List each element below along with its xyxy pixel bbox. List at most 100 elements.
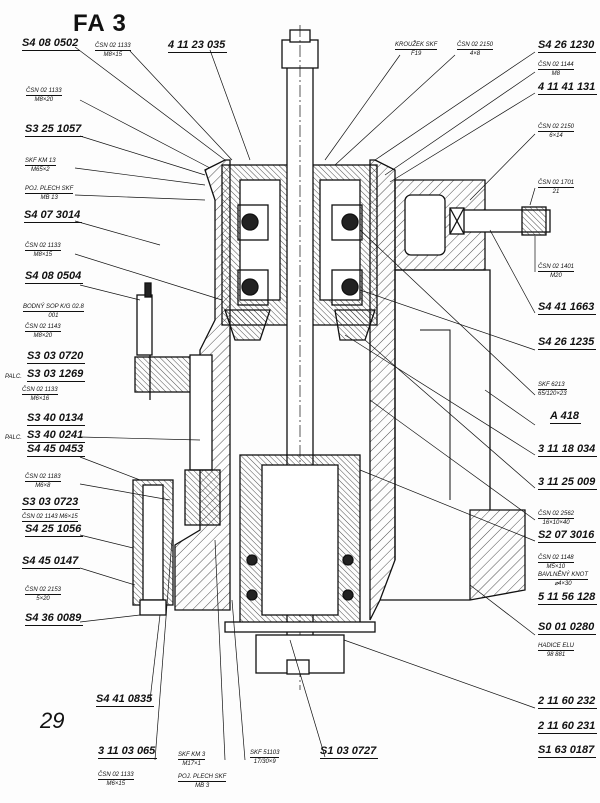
part-size: M8×20	[34, 97, 54, 103]
part-number: 2 11 60 232	[538, 695, 598, 709]
part-label: S0 01 0280	[538, 622, 597, 635]
label-prefix: PALC.	[5, 374, 22, 380]
part-number: A 418	[550, 410, 581, 424]
part-size: M20	[550, 273, 562, 279]
part-number: S4 45 0453	[27, 443, 86, 457]
part-number: S3 03 1269	[27, 368, 86, 382]
part-number: S4 45 0147	[22, 555, 81, 569]
part-size: M6×16	[30, 396, 50, 402]
part-number: S3 40 0241	[27, 429, 86, 443]
part-number: S4 25 1056	[25, 523, 84, 537]
part-number: S3 40 0134	[27, 412, 86, 426]
part-size: 4×8	[469, 51, 481, 57]
part-number: S1 03 0727	[320, 745, 379, 759]
part-label: S4 41 1663	[538, 302, 597, 315]
part-spec: ČSN 02 1144	[538, 62, 574, 70]
part-label: S4 36 0089	[25, 612, 84, 626]
part-label: S3 03 0723	[22, 496, 81, 510]
part-number: S4 07 3014	[24, 209, 83, 223]
part-size: MB 13	[40, 195, 58, 201]
part-number: 4 11 23 035	[168, 39, 228, 53]
part-spec: ČSN 02 1701	[538, 180, 575, 188]
part-spec: ČSN 02 2153	[25, 587, 62, 595]
part-number: 5 11 56 128	[538, 591, 598, 605]
part-label: 2 11 60 232	[538, 695, 598, 709]
part-size: M6×15	[106, 781, 126, 787]
part-number: S4 26 1230	[538, 39, 597, 53]
part-number: S3 25 1057	[25, 123, 84, 137]
part-size: 5×20	[36, 596, 50, 602]
part-label: S4 26 1235	[538, 336, 597, 350]
part-size: M8×20	[33, 333, 53, 339]
part-spec: ČSN 02 1183	[25, 474, 61, 482]
part-spec: SKF 6213	[538, 382, 567, 390]
part-size: M65×2	[31, 167, 50, 173]
part-number: S3 03 0720	[27, 350, 86, 364]
part-label: 3 11 25 009	[538, 477, 598, 490]
drawing-title: FA 3	[73, 10, 127, 37]
part-spec: KROUŽEK SKF	[395, 42, 438, 50]
part-size: MB 3	[195, 783, 210, 789]
part-number: 3 11 03 065	[98, 745, 158, 759]
part-size: 17/30×9	[253, 759, 276, 765]
housing-outline-right	[394, 269, 491, 560]
part-label: S2 07 3016	[538, 529, 597, 543]
part-label: S4 45 0453	[27, 443, 86, 457]
part-size: ⌀4×30	[554, 581, 572, 587]
part-label: S4 08 0502	[22, 38, 81, 51]
part-size: M8×15	[33, 252, 53, 258]
part-size: 6×14	[549, 133, 563, 139]
part-spec: ČSN 02 1133	[22, 387, 58, 395]
part-size: F19	[411, 51, 422, 57]
part-spec: BODNÝ SOP K/G 02.8	[23, 304, 84, 312]
part-label: S4 07 3014	[24, 209, 83, 223]
part-number: 4 11 41 131	[538, 81, 598, 95]
part-spec: ČSN 02 1133	[95, 43, 131, 51]
part-label: 3 11 03 065	[98, 745, 158, 759]
part-size: M6×8	[35, 483, 51, 489]
part-label: S4 25 1056	[25, 523, 84, 537]
part-number: S4 41 0835	[96, 693, 155, 707]
part-number: S4 26 1235	[538, 336, 597, 350]
part-label: S1 03 0727	[320, 745, 379, 759]
part-label: S3 03 0720	[27, 350, 86, 364]
part-label: A 418	[550, 411, 581, 424]
part-label: 4 11 23 035	[168, 39, 228, 53]
part-spec: BAVLNĚNÝ KNOT	[538, 572, 589, 580]
part-label: BAVLNĚNÝ KNOT⌀4×30	[538, 572, 589, 587]
part-number: S3 03 0723	[22, 496, 81, 510]
part-spec: SKF KM 13	[25, 158, 56, 166]
part-label: 4 11 41 131	[538, 81, 598, 95]
part-size: M5×10	[546, 564, 566, 570]
lubricator-block	[134, 356, 196, 393]
part-spec: ČSN 02 1133	[26, 88, 62, 96]
part-label: PALC. S3 03 1269	[5, 368, 86, 382]
lower-bearings	[246, 554, 354, 601]
part-number: S2 07 3016	[538, 529, 597, 543]
part-number: 3 11 18 034	[538, 443, 598, 457]
upper-bearings	[237, 204, 363, 306]
part-spec: ČSN 02 2562	[538, 511, 575, 519]
part-label: S1 63 0187	[538, 745, 597, 758]
part-label: S4 41 0835	[96, 693, 155, 707]
part-spec: HADICE ELU	[538, 643, 575, 651]
part-label: S4 08 0504	[25, 271, 84, 284]
part-label: 2 11 60 231	[538, 721, 598, 734]
part-size: M8	[551, 71, 560, 77]
part-number: S4 36 0089	[25, 612, 84, 626]
part-spec: POJ. PLECH SKF	[25, 186, 74, 194]
